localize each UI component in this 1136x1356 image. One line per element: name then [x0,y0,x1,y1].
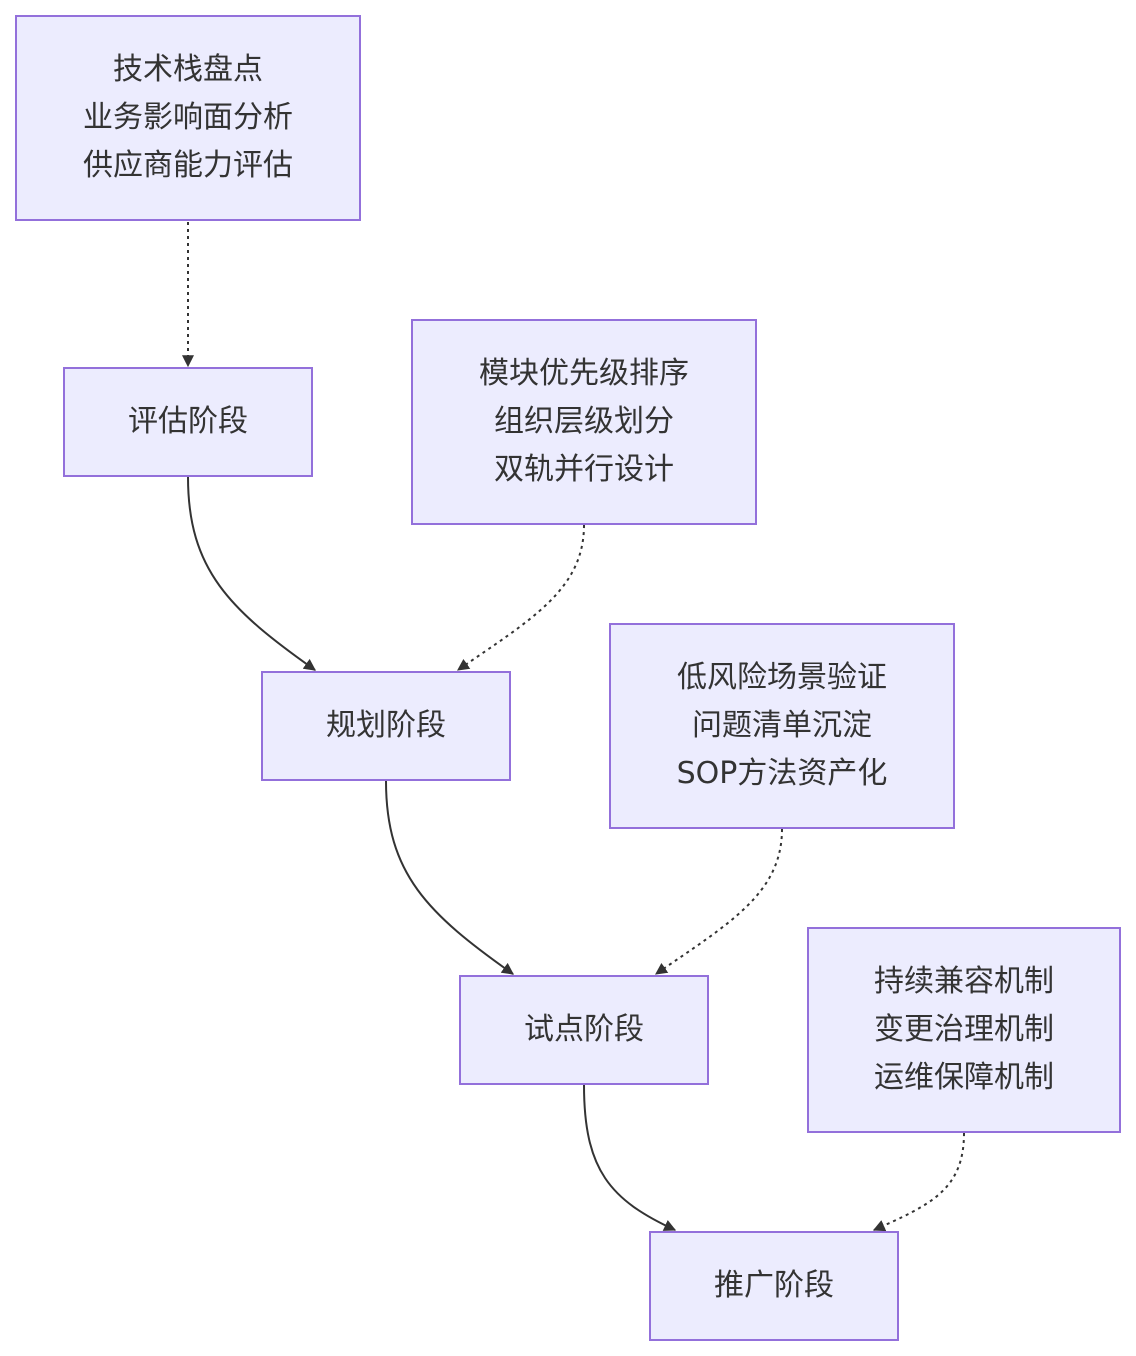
plan-note-3: 双轨并行设计 [494,452,674,487]
plan-stage-node: 规划阶段 [261,671,511,781]
rollout-note-2: 变更治理机制 [874,1012,1054,1047]
edge-pilot-to-rollout [583,1084,677,1231]
rollout-note-1: 持续兼容机制 [874,964,1054,999]
assess-note-3: 供应商能力评估 [83,148,293,183]
assess-notes-node: 技术栈盘点 业务影响面分析 供应商能力评估 [15,15,361,221]
edge-rollout-notes-to-rollout [872,1132,965,1232]
assess-stage-label: 评估阶段 [128,404,248,439]
plan-note-2: 组织层级划分 [494,404,674,439]
edge-plan-notes-to-plan [457,524,585,671]
rollout-note-3: 运维保障机制 [874,1060,1054,1095]
edge-assess-to-plan [187,476,316,671]
rollout-stage-node: 推广阶段 [649,1231,899,1341]
assess-stage-node: 评估阶段 [63,367,313,477]
pilot-note-3: SOP方法资产化 [676,756,888,791]
plan-notes-node: 模块优先级排序 组织层级划分 双轨并行设计 [411,319,757,525]
rollout-notes-node: 持续兼容机制 变更治理机制 运维保障机制 [807,927,1121,1133]
assess-note-1: 技术栈盘点 [113,52,263,87]
pilot-notes-node: 低风险场景验证 问题清单沉淀 SOP方法资产化 [609,623,955,829]
rollout-stage-label: 推广阶段 [714,1268,834,1303]
plan-stage-label: 规划阶段 [326,708,446,743]
pilot-stage-node: 试点阶段 [459,975,709,1085]
edge-pilot-notes-to-pilot [655,828,783,975]
pilot-note-2: 问题清单沉淀 [692,708,872,743]
pilot-note-1: 低风险场景验证 [677,660,887,695]
assess-note-2: 业务影响面分析 [83,100,293,135]
edge-plan-to-pilot [385,780,514,975]
plan-note-1: 模块优先级排序 [479,356,689,391]
pilot-stage-label: 试点阶段 [524,1012,644,1047]
